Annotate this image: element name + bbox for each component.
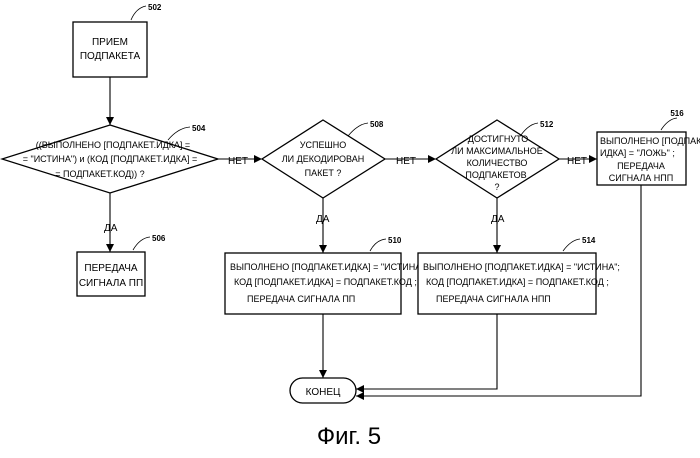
ref-514-leader (563, 239, 580, 251)
block-502-line-1: ПРИЕМ (92, 37, 128, 48)
block-516-line-3: ПЕРЕДАЧА (617, 161, 665, 171)
ref-508: 508 (370, 120, 384, 129)
label-yes-512: ДА (491, 214, 505, 225)
decision-512-line-3: КОЛИЧЕСТВО (467, 158, 528, 168)
label-no-512: НЕТ (567, 156, 587, 167)
block-514-line-2: КОД [ПОДПАКЕТ.ИДКА] = ПОДПАКЕТ.КОД ; (426, 277, 609, 287)
ref-506: 506 (152, 234, 166, 243)
ref-508-leader (348, 123, 368, 136)
decision-512-line-2: ЛИ МАКСИМАЛЬНОЕ (451, 146, 543, 156)
decision-512-line-4: ПОДПАКЕТОВ (465, 170, 526, 180)
decision-508-line-2: ЛИ ДЕКОДИРОВАН (282, 154, 365, 164)
block-514-line-3: ПЕРЕДАЧА СИГНАЛА НПП (436, 294, 551, 304)
label-no-508: НЕТ (396, 156, 416, 167)
ref-516-leader (661, 118, 677, 130)
block-514-line-1: ВЫПОЛНЕНО [ПОДПАКЕТ.ИДКА] = "ИСТИНА"; (423, 262, 620, 272)
decision-512-line-1: ДОСТИГНУТО (468, 134, 528, 144)
block-send-ack (77, 252, 145, 296)
block-510-line-3: ПЕРЕДАЧА СИГНАЛА ПП (247, 294, 355, 304)
ref-514: 514 (582, 236, 596, 245)
ref-502-leader (131, 6, 146, 20)
ref-516: 516 (670, 109, 684, 118)
block-receive-subpacket (73, 22, 147, 77)
label-yes-504: ДА (104, 223, 118, 234)
decision-512-line-5: ? (494, 182, 499, 192)
ref-506-leader (133, 237, 150, 250)
label-no-504: НЕТ (228, 156, 248, 167)
block-510-line-2: КОД [ПОДПАКЕТ.ИДКА] = ПОДПАКЕТ.КОД ; (234, 277, 417, 287)
ref-510-leader (370, 239, 386, 251)
decision-508-line-1: УСПЕШНО (300, 140, 346, 150)
block-510-line-1: ВЫПОЛНЕНО [ПОДПАКЕТ.ИДКА] = "ИСТИНА"; (230, 262, 427, 272)
block-516-line-4: СИГНАЛА НПП (609, 173, 673, 183)
label-yes-508: ДА (316, 214, 330, 225)
block-516-line-2: ИДКА] = "ЛОЖЬ" ; (600, 148, 675, 158)
flow-514-end (356, 314, 497, 389)
block-506-line-2: СИГНАЛА ПП (79, 278, 143, 289)
block-516-line-1: ВЫПОЛНЕНО [ПОДПАКЕТ. (600, 136, 700, 146)
decision-504-line-1: ((ВЫПОЛНЕНО [ПОДПАКЕТ.ИДКА] = (36, 140, 190, 150)
decision-504-line-3: = ПОДПАКЕТ.КОД)) ? (55, 169, 144, 179)
ref-504-leader (168, 127, 190, 140)
decision-508-line-3: ПАКЕТ ? (305, 168, 342, 178)
block-502-line-2: ПОДПАКЕТА (80, 51, 141, 62)
block-506-line-1: ПЕРЕДАЧА (84, 263, 138, 274)
ref-512: 512 (540, 120, 554, 129)
decision-504-line-2: = "ИСТИНА") и (КОД [ПОДПАКЕТ.ИДКА] = (23, 154, 198, 164)
ref-510: 510 (388, 236, 402, 245)
ref-504: 504 (192, 124, 206, 133)
terminal-end-label: КОНЕЦ (306, 387, 341, 398)
ref-502: 502 (148, 3, 162, 12)
figure-caption: Фиг. 5 (317, 423, 381, 450)
